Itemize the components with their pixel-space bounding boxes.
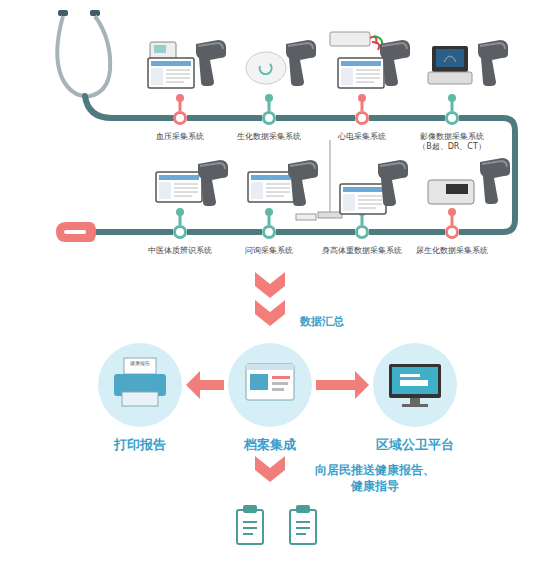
system-marker: 影像数据采集系统 （B超、DR、CT）: [445, 111, 459, 125]
hub-circle: 区域公卫平台: [373, 343, 457, 427]
system-label: 影像数据采集系统 （B超、DR、CT）: [404, 132, 500, 153]
urine-analyzer: [428, 158, 510, 204]
hub-circle: 档案集成: [228, 343, 312, 427]
hub-label: 档案集成: [215, 437, 325, 454]
hub-label: 打印报告: [85, 437, 195, 454]
system-label: 心电采集系统: [317, 132, 407, 142]
tcm-device: [156, 160, 228, 206]
hub-circle: 打印报告: [98, 343, 182, 427]
system-marker: 心电采集系统: [355, 111, 369, 125]
inquiry-device: [248, 160, 318, 206]
plug: [56, 222, 96, 242]
arrow-head: [186, 371, 200, 399]
annotation: 健康报告: [124, 360, 156, 367]
system-marker: 尿生化数据采集系统: [445, 225, 459, 239]
annotation: 向居民推送健康报告、 健康指导: [300, 462, 450, 494]
connector: [276, 118, 355, 119]
connector-line: [369, 115, 445, 121]
system-marker: 生化数据采集系统: [262, 111, 276, 125]
biochem-device: [246, 40, 316, 86]
system-label: 血压采集系统: [135, 132, 225, 142]
connector: [316, 371, 369, 399]
connector: [187, 232, 262, 233]
report-documents: [237, 506, 316, 544]
connector: [276, 232, 355, 233]
earpiece: [58, 10, 68, 16]
arrow-head: [355, 371, 369, 399]
system-label: 身高体重数据采集系统: [312, 246, 412, 256]
hub-label: 区域公卫平台: [355, 437, 475, 454]
system-label: 中医体质辨识系统: [135, 246, 225, 256]
ultrasound-device: [428, 40, 508, 86]
annotation: 数据汇总: [300, 315, 370, 330]
height-weight-device: [296, 140, 408, 220]
system-label: 问询采集系统: [224, 246, 314, 256]
ecg-device: [330, 32, 410, 88]
connector: [369, 118, 445, 119]
system-marker: 问询采集系统: [262, 225, 276, 239]
system-label: 尿生化数据采集系统: [404, 246, 500, 256]
connector: [186, 371, 224, 399]
system-marker: 身高体重数据采集系统: [355, 225, 369, 239]
connector-line: [369, 229, 445, 235]
tube: [84, 229, 173, 235]
connector-line: [276, 229, 355, 235]
plug-slot: [64, 230, 86, 234]
connector: [369, 232, 445, 233]
connector-line: [200, 380, 224, 390]
connector: [187, 118, 262, 119]
system-marker: 血压采集系统: [173, 111, 187, 125]
connector-line: [187, 229, 262, 235]
connector-line: [316, 380, 355, 390]
blood-pressure-device: [148, 40, 226, 88]
tube: [85, 96, 173, 118]
system-label: 生化数据采集系统: [224, 132, 314, 142]
connector-line: [187, 115, 262, 121]
stems: [176, 94, 456, 225]
stethoscope-arms: [57, 16, 110, 96]
connector-line: [276, 115, 355, 121]
system-marker: 中医体质辨识系统: [173, 225, 187, 239]
earpiece: [90, 10, 100, 16]
